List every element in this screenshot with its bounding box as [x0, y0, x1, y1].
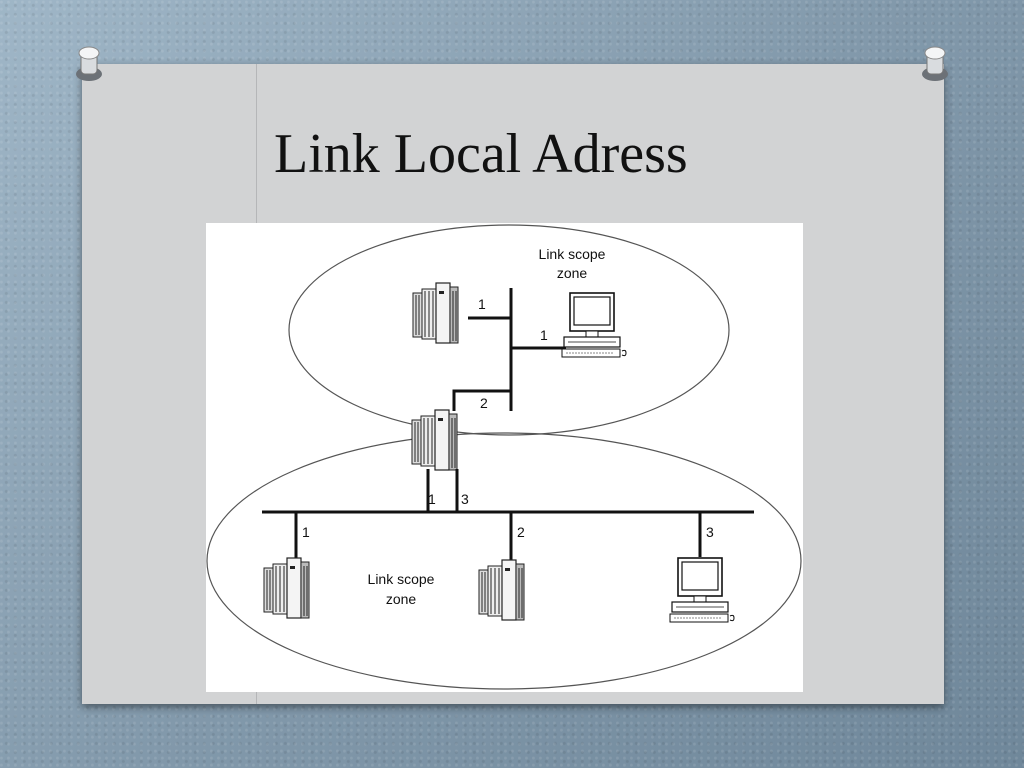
interface-label-lower-server-mid: 2: [517, 524, 525, 540]
upper-workstation: [561, 292, 627, 358]
network-diagram: Link scope zone Link scope zone 1 1 2 1: [206, 223, 803, 692]
slide-title: Link Local Adress: [274, 123, 688, 185]
interface-label-lower-workstation: 3: [706, 524, 714, 540]
router-upper-connector: [452, 389, 511, 411]
interface-label-lower-server-left: 1: [302, 524, 310, 540]
lower-server-left: [263, 557, 310, 619]
lower-server-mid: [478, 559, 525, 621]
interface-label-upper-server: 1: [478, 296, 486, 312]
router: [411, 409, 458, 471]
upper-zone-label-line2: zone: [557, 265, 588, 281]
interface-label-upper-workstation: 1: [540, 327, 548, 343]
interface-label-router-lower-a: 1: [428, 491, 436, 507]
lower-link-scope-zone: [206, 432, 802, 690]
upper-zone-label-line1: Link scope: [539, 246, 606, 262]
lower-workstation: [669, 557, 735, 623]
lower-zone-label-line2: zone: [386, 591, 417, 607]
pushpin-left-icon: [76, 46, 102, 81]
interface-label-router-lower-b: 3: [461, 491, 469, 507]
upper-link-scope-zone: [288, 224, 730, 436]
pushpin-right-icon: [922, 46, 948, 81]
lower-zone-label-line1: Link scope: [368, 571, 435, 587]
interface-label-router-upper: 2: [480, 395, 488, 411]
upper-server: [412, 282, 459, 344]
